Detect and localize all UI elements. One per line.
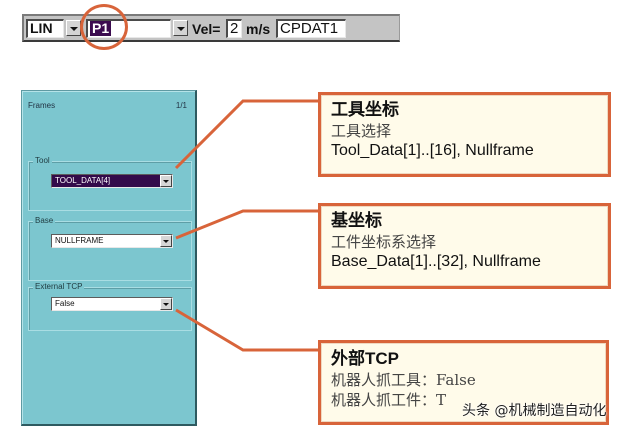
velocity-value: 2	[230, 20, 239, 37]
motion-type-dropdown-button[interactable]	[66, 20, 81, 36]
motion-type-field[interactable]: LIN	[26, 19, 64, 38]
callout-title: 基坐标	[331, 211, 382, 231]
base-group-label: Base	[33, 216, 56, 225]
point-name-dropdown-button[interactable]	[173, 20, 188, 36]
motion-data-value: CPDAT1	[280, 20, 339, 37]
callout-range: Base_Data[1]..[32], Nullframe	[331, 253, 541, 270]
highlight-circle	[80, 4, 128, 50]
tool-group: Tool TOOL_DATA[4]	[28, 156, 192, 211]
base-group: Base NULLFRAME	[28, 216, 192, 281]
callout-line-workpiece: 机器人抓工件：T	[331, 391, 447, 409]
base-select-value: NULLFRAME	[55, 236, 104, 245]
callout-title-latin: TCP	[365, 349, 399, 368]
external-tcp-select-value: False	[55, 299, 75, 308]
watermark: 头条 @机械制造自动化	[462, 403, 607, 419]
callout-tool-frame: 工具坐标 工具选择 Tool_Data[1]..[16], Nullframe	[318, 92, 611, 177]
callout-subtitle: 工件坐标系选择	[331, 233, 437, 251]
velocity-field[interactable]: 2	[226, 19, 242, 38]
callout-subtitle: 工具选择	[331, 122, 392, 140]
base-select[interactable]: NULLFRAME	[51, 234, 173, 248]
callout-external-tcp: 外部TCP 机器人抓工具：False 机器人抓工件：T	[318, 340, 609, 425]
tool-group-label: Tool	[33, 156, 52, 165]
chevron-down-icon[interactable]	[160, 298, 172, 310]
motion-data-field[interactable]: CPDAT1	[276, 19, 346, 38]
callout-title: 外部TCP	[331, 348, 606, 370]
external-tcp-select[interactable]: False	[51, 297, 173, 311]
frames-panel: Frames 1/1 Tool TOOL_DATA[4] Base NULLFR…	[21, 90, 197, 426]
callout-base-frame: 基坐标 工件坐标系选择 Base_Data[1]..[32], Nullfram…	[318, 203, 611, 289]
callout-title-cn: 外部	[331, 349, 365, 369]
frames-title: Frames	[28, 101, 56, 110]
external-tcp-group-label: External TCP	[33, 282, 85, 291]
motion-type-value: LIN	[30, 20, 53, 36]
chevron-down-icon[interactable]	[160, 235, 172, 247]
external-tcp-group: External TCP False	[28, 282, 192, 331]
tool-select-value: TOOL_DATA[4]	[55, 176, 111, 185]
callout-title: 工具坐标	[331, 100, 399, 120]
callout-range: Tool_Data[1]..[16], Nullframe	[331, 142, 534, 159]
velocity-label: Vel=	[192, 21, 221, 37]
tool-select[interactable]: TOOL_DATA[4]	[51, 174, 173, 188]
velocity-unit: m/s	[246, 21, 271, 37]
inline-form-toolbar: LIN P1 Vel= 2 m/s CPDAT1	[22, 14, 400, 42]
frames-page-indicator: 1/1	[175, 101, 187, 110]
callout-line-tool: 机器人抓工具：False	[331, 371, 476, 389]
chevron-down-icon[interactable]	[160, 175, 172, 187]
